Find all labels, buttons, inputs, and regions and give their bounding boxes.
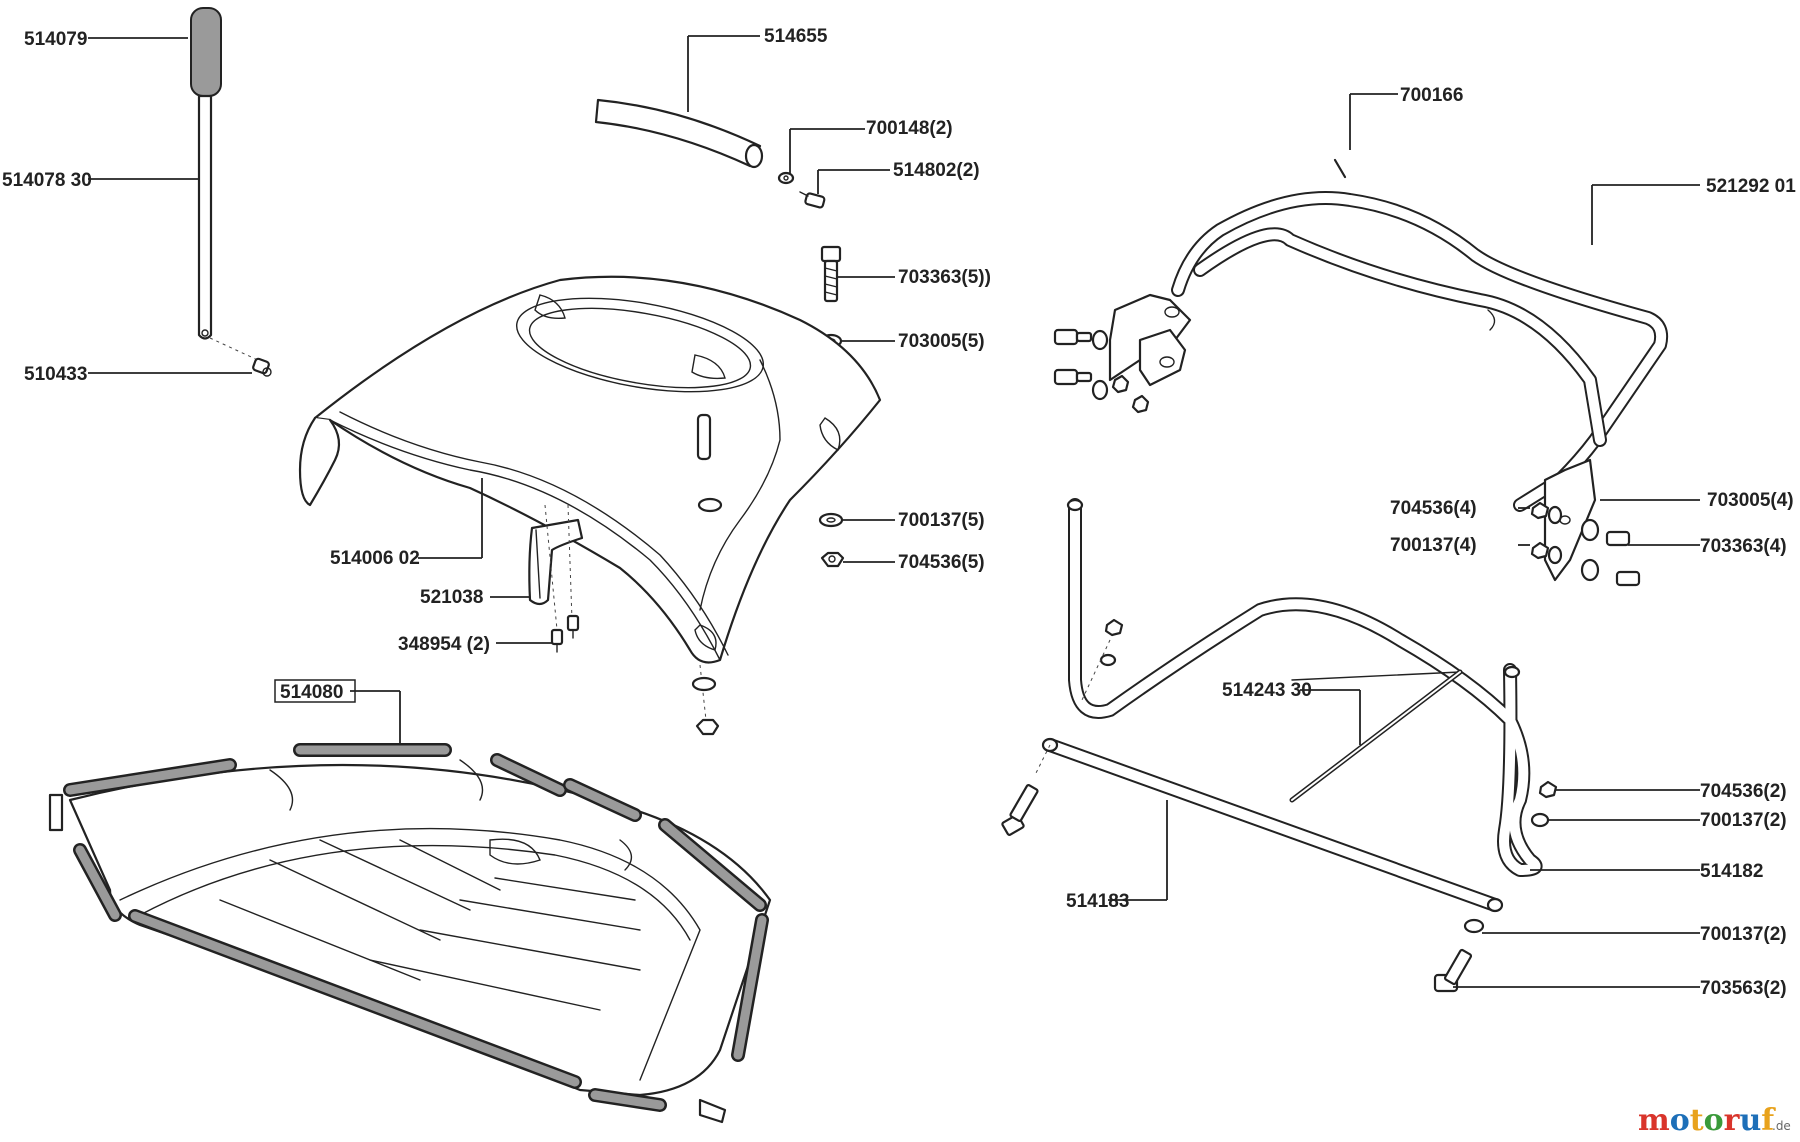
pin-700166-icon bbox=[1333, 158, 1347, 179]
label-510433: 510433 bbox=[24, 364, 87, 385]
label-514006-02: 514006 02 bbox=[330, 548, 420, 569]
motoruf-logo: motoruf .de bbox=[1638, 1103, 1791, 1138]
label-700148: 700148(2) bbox=[866, 118, 953, 139]
label-348954: 348954 (2) bbox=[398, 634, 490, 655]
label-514183: 514183 bbox=[1066, 891, 1129, 912]
label-700166: 700166 bbox=[1400, 85, 1463, 106]
upper-handle-part bbox=[1108, 191, 1669, 582]
svg-text:motoruf: motoruf bbox=[1638, 1103, 1776, 1138]
label-703363-5: 703363(5)) bbox=[898, 267, 991, 288]
bolt-lower-left-icon bbox=[1001, 618, 1124, 836]
hood-body-part bbox=[298, 275, 882, 664]
hood-grip-part bbox=[594, 98, 764, 169]
washer-700148-icon bbox=[777, 171, 795, 185]
label-521038: 521038 bbox=[420, 587, 483, 608]
hardware-right-icon bbox=[1530, 501, 1641, 587]
label-514078-30: 514078 30 bbox=[2, 170, 92, 191]
nut-icon bbox=[695, 718, 720, 736]
label-514655: 514655 bbox=[764, 26, 828, 47]
label-521292-01: 521292 01 bbox=[1706, 176, 1796, 197]
washer-700137-icon bbox=[818, 512, 844, 528]
label-514243-30: 514243 30 bbox=[1222, 680, 1312, 701]
label-700137-5: 700137(5) bbox=[898, 510, 985, 531]
bolt-703363-icon bbox=[820, 245, 842, 303]
handle-part bbox=[190, 7, 272, 377]
label-514079: 514079 bbox=[24, 29, 87, 50]
screws-348954-icon bbox=[550, 614, 580, 653]
bolts-left-icon bbox=[1053, 328, 1150, 414]
label-704536-2: 704536(2) bbox=[1700, 781, 1787, 802]
label-704536-4: 704536(4) bbox=[1390, 498, 1477, 519]
screw-510433-icon bbox=[252, 357, 272, 377]
svg-text:.de: .de bbox=[1772, 1119, 1791, 1133]
label-703005-4: 703005(4) bbox=[1707, 490, 1794, 511]
label-700137-2-b: 700137(2) bbox=[1700, 924, 1787, 945]
bracket-521038-part bbox=[528, 518, 584, 606]
nut-704536-icon bbox=[820, 551, 845, 568]
screw-514802-icon bbox=[799, 191, 826, 209]
label-703005-5: 703005(5) bbox=[898, 331, 985, 352]
label-704536-5: 704536(5) bbox=[898, 552, 985, 573]
label-703363-4: 703363(4) bbox=[1700, 536, 1787, 557]
label-514802: 514802(2) bbox=[893, 160, 980, 181]
label-700137-4: 700137(4) bbox=[1390, 535, 1477, 556]
label-514182: 514182 bbox=[1700, 861, 1763, 882]
rail-profiles-icon bbox=[48, 743, 769, 1124]
lower-handle-part bbox=[1041, 498, 1543, 913]
label-700137-2-a: 700137(2) bbox=[1700, 810, 1787, 831]
label-514080: 514080 bbox=[280, 682, 343, 703]
washers-right-icon bbox=[1433, 780, 1558, 993]
washer-icon bbox=[691, 676, 717, 692]
label-703563-2: 703563(2) bbox=[1700, 978, 1787, 999]
